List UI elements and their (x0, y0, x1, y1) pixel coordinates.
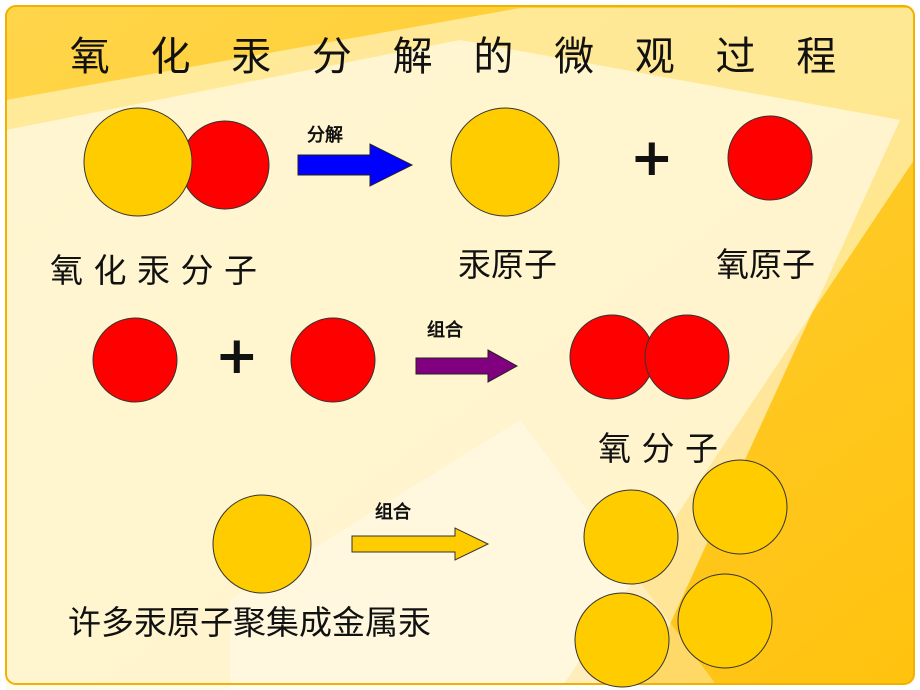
oxygen-atom (727, 115, 813, 201)
oxygen-atom-label: 氧原子 (716, 245, 815, 284)
mercury-atom-cluster-3 (677, 573, 773, 669)
combine-arrow-mercury (351, 527, 490, 561)
metal-mercury-label: 许多汞原子聚集成金属汞 (68, 603, 431, 642)
oxygen-molecule-atom-left (569, 314, 655, 400)
oxygen-atom-in-molecule (180, 120, 270, 210)
plus-sign-2: + (215, 326, 259, 386)
slide-title: 氧 化 汞 分 解 的 微 观 过 程 (69, 34, 851, 80)
mercury-oxide-molecule-label: 氧 化 汞 分 子 (50, 251, 257, 290)
mercury-atom-cluster-2 (583, 489, 679, 585)
combine-arrow-oxygen (415, 349, 519, 383)
oxygen-molecule-label: 氧 分 子 (598, 429, 718, 468)
mercury-atom-cluster-1 (692, 459, 788, 555)
combine-arrow-label-2: 组合 (375, 502, 411, 523)
mercury-atom (450, 107, 560, 217)
mercury-atom-single (212, 494, 312, 594)
decompose-arrow (297, 143, 414, 187)
plus-sign-1: + (630, 128, 674, 188)
oxygen-atom-right (290, 317, 376, 403)
mercury-oxide-molecule (83, 107, 270, 217)
slide-border (5, 5, 915, 685)
combine-arrow-label-1: 组合 (427, 320, 463, 341)
decompose-arrow-label: 分解 (307, 125, 343, 146)
mercury-atom-cluster-4 (574, 592, 670, 688)
mercury-atom-label: 汞原子 (458, 245, 557, 284)
oxygen-atom-left (92, 317, 178, 403)
oxygen-molecule-atom-right (644, 314, 730, 400)
metal-mercury-cluster (574, 459, 788, 688)
oxygen-molecule (569, 314, 730, 400)
mercury-atom-in-molecule (83, 107, 193, 217)
